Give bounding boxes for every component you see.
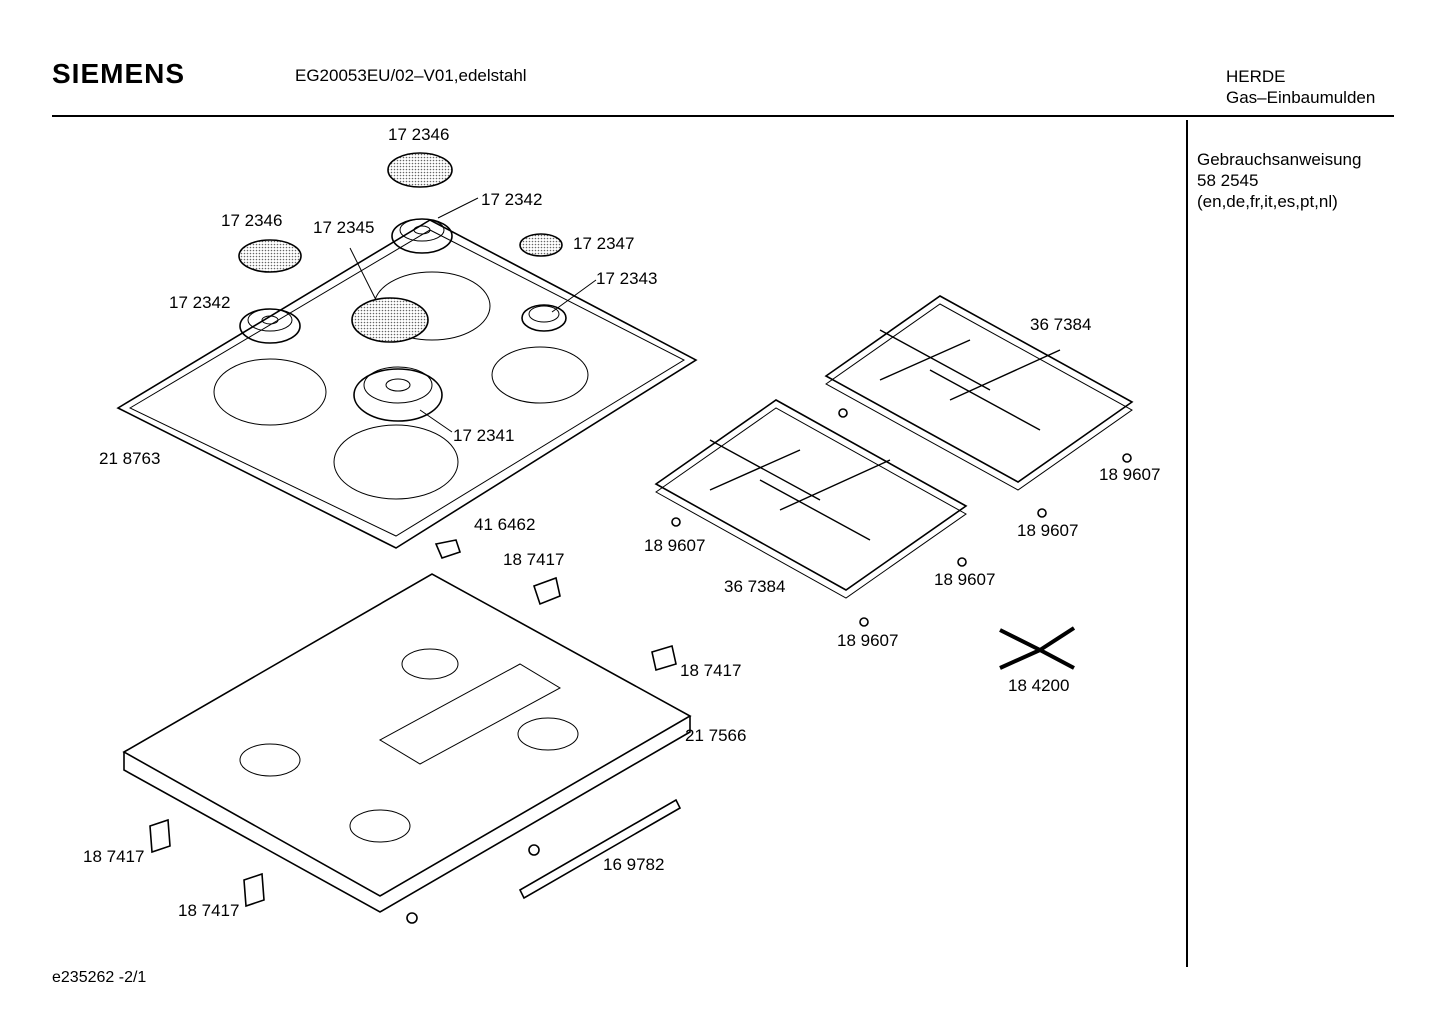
header-divider — [52, 115, 1394, 117]
burner-cap-172347 — [519, 233, 563, 257]
manual-number: 58 2545 — [1197, 171, 1259, 190]
category-line-1: HERDE — [1226, 67, 1286, 86]
knob-416462 — [434, 539, 462, 559]
part-label: 18 7417 — [83, 847, 145, 866]
gas-pipe-cover — [378, 663, 562, 765]
part-label: 41 6462 — [474, 515, 536, 534]
clip — [532, 576, 561, 606]
part-label: 18 9607 — [1099, 465, 1161, 484]
part-label: 16 9782 — [603, 855, 665, 874]
part-label: 18 9607 — [1017, 521, 1079, 540]
burner-cap-172345 — [351, 297, 429, 343]
base-tray-side — [123, 716, 691, 913]
part-label: 36 7384 — [724, 577, 786, 596]
burner-172342-left — [239, 308, 301, 344]
part-label: 18 4200 — [1008, 676, 1070, 695]
hob-plate-inner-edge — [128, 229, 686, 537]
burner-172341 — [353, 366, 443, 422]
part-label: 17 2342 — [481, 190, 543, 209]
category-line-2: Gas–Einbaumulden — [1226, 88, 1376, 107]
part-label: 18 9607 — [644, 536, 706, 555]
part-label: 17 2341 — [453, 426, 515, 445]
drawing-code: e235262 -2/1 — [52, 969, 147, 986]
part-label: 17 2346 — [388, 125, 450, 144]
pan-support-left — [654, 399, 968, 599]
burner-ring — [213, 358, 327, 426]
part-label: 21 7566 — [685, 726, 747, 745]
base-tray — [122, 573, 692, 897]
part-label: 17 2346 — [221, 211, 283, 230]
burner-172342-top — [391, 218, 453, 254]
manual-title: Gebrauchsanweisung — [1197, 150, 1362, 169]
manual-languages: (en,de,fr,it,es,pt,nl) — [1197, 192, 1338, 211]
seal-strip — [518, 798, 682, 900]
clip — [651, 644, 677, 672]
manual-reference: Gebrauchsanweisung 58 2545 (en,de,fr,it,… — [1197, 149, 1361, 212]
part-label: 17 2345 — [313, 218, 375, 237]
brand-logo: SIEMENS — [52, 58, 186, 89]
burner-ring — [333, 424, 459, 500]
part-label: 21 8763 — [99, 449, 161, 468]
part-label: 18 7417 — [178, 901, 240, 920]
model-number: EG20053EU/02–V01,edelstahl — [295, 66, 527, 85]
sidebar-divider — [1186, 120, 1188, 967]
wok-support — [999, 626, 1076, 670]
hob-plate — [116, 219, 698, 549]
clip — [149, 818, 171, 854]
burner-cap-172346-top — [387, 152, 453, 188]
part-label: 18 7417 — [680, 661, 742, 680]
burner-ring — [491, 346, 589, 404]
part-label: 36 7384 — [1030, 315, 1092, 334]
part-label: 18 9607 — [934, 570, 996, 589]
part-label: 17 2343 — [596, 269, 658, 288]
part-label: 18 7417 — [503, 550, 565, 569]
burner-172343 — [521, 304, 567, 332]
clip — [243, 872, 265, 908]
burner-cap-172346-left — [238, 239, 302, 273]
part-label: 17 2347 — [573, 234, 635, 253]
category: HERDE Gas–Einbaumulden — [1226, 66, 1375, 108]
pan-support-right — [824, 295, 1134, 491]
part-label: 18 9607 — [837, 631, 899, 650]
part-label: 17 2342 — [169, 293, 231, 312]
